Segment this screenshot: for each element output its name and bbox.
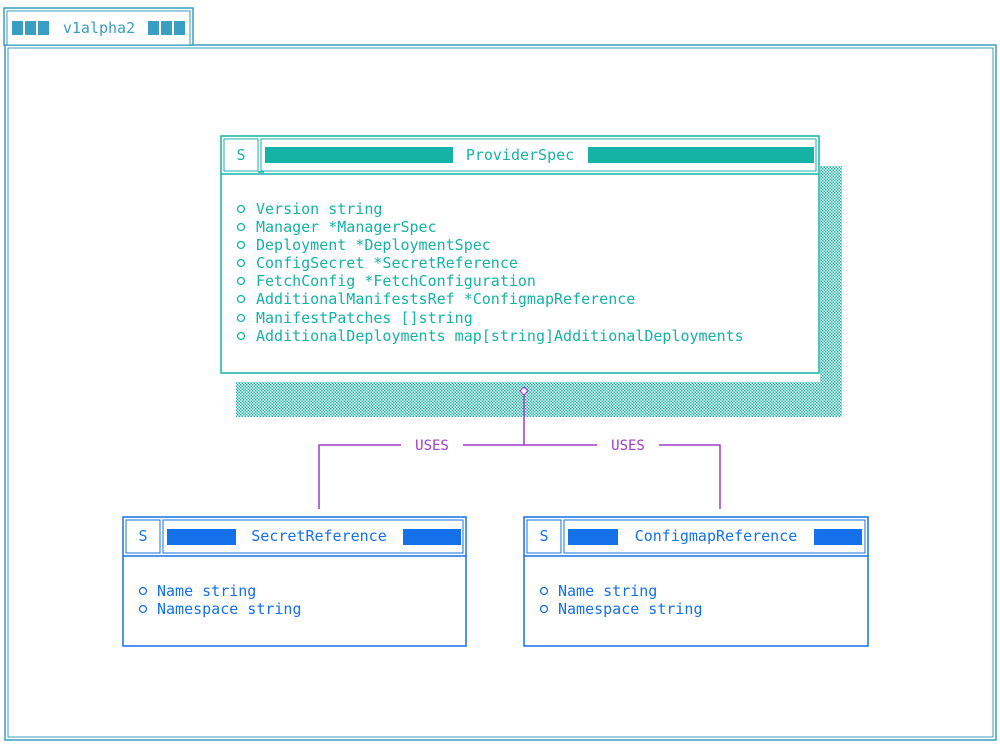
- field-row: Namespace string: [138, 600, 302, 618]
- field-text: AdditionalDeployments map[string]Additio…: [256, 327, 744, 345]
- class-header-fill-right: [588, 147, 814, 163]
- stereotype-badge: S: [236, 146, 245, 164]
- field-text: Name string: [157, 582, 256, 600]
- field-row: Version string: [236, 200, 382, 218]
- field-list: Name string Namespace string: [138, 582, 302, 618]
- class-header-fill-right: [814, 529, 862, 545]
- class-header-fill-left: [265, 147, 453, 163]
- field-text: ConfigSecret *SecretReference: [256, 254, 518, 272]
- class-header-fill-right: [403, 529, 461, 545]
- package-tab-fill-left: [12, 21, 49, 35]
- class-name: ConfigmapReference: [635, 527, 798, 545]
- class-secretreference: S SecretReference Name string Namespace …: [122, 516, 467, 647]
- field-row: FetchConfig *FetchConfiguration: [236, 272, 536, 290]
- class-name: SecretReference: [251, 527, 386, 545]
- field-row: Manager *ManagerSpec: [236, 218, 437, 236]
- field-row: ConfigSecret *SecretReference: [236, 254, 518, 272]
- aggregation-diamond-icon: [519, 386, 529, 396]
- field-text: FetchConfig *FetchConfiguration: [256, 272, 536, 290]
- field-row: Namespace string: [539, 600, 703, 618]
- field-row: ManifestPatches []string: [236, 309, 473, 327]
- stereotype-badge: S: [539, 527, 548, 545]
- package-name: v1alpha2: [63, 19, 135, 37]
- field-row: AdditionalDeployments map[string]Additio…: [236, 327, 744, 345]
- class-header-fill-left: [568, 529, 618, 545]
- field-row: AdditionalManifestsRef *ConfigmapReferen…: [236, 290, 635, 308]
- field-text: Name string: [558, 582, 657, 600]
- field-text: Deployment *DeploymentSpec: [256, 236, 491, 254]
- providerspec-shadow: [236, 166, 842, 417]
- package-tab: v1alpha2: [12, 19, 185, 37]
- relation-label-bg: [401, 436, 463, 454]
- field-text: Namespace string: [157, 600, 302, 618]
- field-text: Manager *ManagerSpec: [256, 218, 437, 236]
- class-header-fill-left: [167, 529, 236, 545]
- stereotype-badge: S: [138, 527, 147, 545]
- field-row: Deployment *DeploymentSpec: [236, 236, 491, 254]
- relation-label-configmap: USES: [611, 438, 645, 454]
- field-row: Name string: [539, 582, 657, 600]
- class-name: ProviderSpec: [466, 146, 574, 164]
- field-text: Namespace string: [558, 600, 703, 618]
- relation-uses-configmap: [524, 444, 721, 509]
- relation-label-bg: [597, 436, 659, 454]
- package-tab-fill-right: [148, 21, 185, 35]
- field-list: Name string Namespace string: [539, 582, 703, 618]
- field-row: Name string: [138, 582, 256, 600]
- field-text: Version string: [256, 200, 382, 218]
- field-text: AdditionalManifestsRef *ConfigmapReferen…: [256, 290, 635, 308]
- field-list: Version string Manager *ManagerSpec Depl…: [236, 200, 744, 345]
- class-providerspec: S ProviderSpec Version string Manager *M…: [220, 135, 820, 374]
- relation-label-secret: USES: [415, 438, 449, 454]
- field-text: ManifestPatches []string: [256, 309, 473, 327]
- class-configmapreference: S ConfigmapReference Name string Namespa…: [523, 516, 869, 647]
